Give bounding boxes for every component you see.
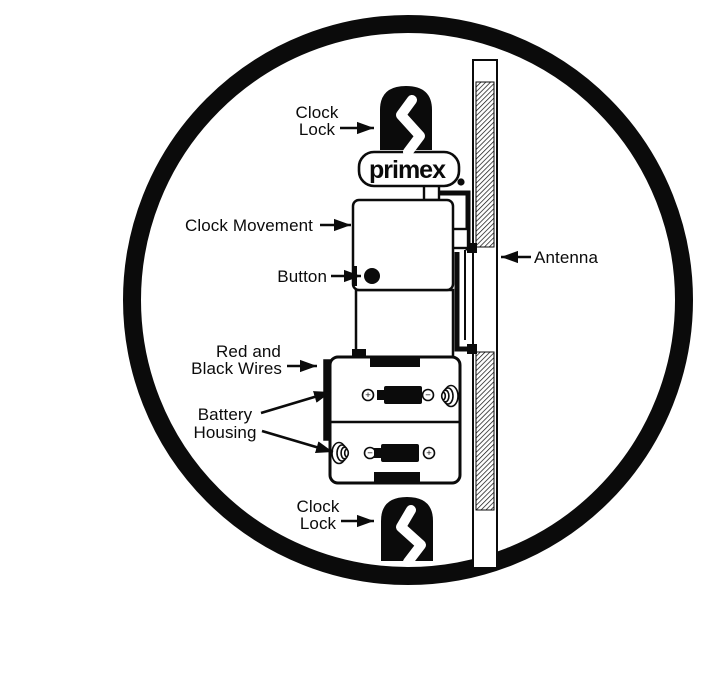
arrow-battery-housing-bottom (261, 429, 334, 454)
label-battery-housing-line1: Battery (198, 405, 253, 424)
movement-side-connector (450, 227, 470, 250)
housing-top-tab (370, 356, 420, 367)
terminal-symbol: − (425, 390, 431, 401)
label-clock-movement: Clock Movement (185, 216, 313, 235)
button-dot (364, 268, 380, 284)
label-battery-housing-line2: Housing (193, 423, 256, 442)
wires (438, 190, 477, 354)
wire-top-terminal (467, 243, 477, 253)
label-red-black-wires-line2: Black Wires (191, 359, 282, 378)
terminal-symbol: + (426, 448, 432, 459)
logo-dot (457, 178, 465, 186)
movement-lower-box (354, 288, 455, 359)
label-antenna: Antenna (534, 248, 598, 267)
terminal-symbol: + (365, 390, 371, 401)
antenna-bar (472, 59, 498, 569)
clock-movement-assembly (351, 182, 470, 359)
label-red-black-wires-line1: Red and (216, 342, 281, 361)
battery-nub (374, 448, 382, 458)
terminal-circle (361, 388, 375, 402)
terminal-circle (421, 388, 435, 402)
battery-body (384, 386, 422, 404)
battery-cell-top: + − (361, 384, 459, 408)
primex-logo-text: primex (369, 156, 446, 184)
clock-lock-icon-bottom (381, 497, 433, 567)
movement-housing-junction-tab (352, 349, 366, 358)
battery-housing-box (328, 355, 462, 485)
labels: Clock Lock Clock Movement Button Antenna… (185, 103, 598, 533)
clock-lock-icon-top (380, 86, 432, 157)
label-clock-lock-bottom-line1: Clock (296, 497, 339, 516)
label-clock-lock-bottom-line2: Lock (300, 514, 337, 533)
antenna-hatch-bottom (475, 351, 495, 511)
terminal-circle (422, 446, 436, 460)
battery-nub (377, 390, 385, 400)
antenna-hatch-top (475, 81, 495, 248)
primex-logo: primex (357, 150, 465, 188)
label-clock-lock-top-line2: Lock (299, 120, 336, 139)
battery-body (381, 444, 419, 462)
leader-arrows (260, 121, 531, 528)
clock-movement-box (351, 198, 455, 292)
label-button: Button (277, 267, 327, 286)
terminal-symbol: − (367, 448, 373, 459)
housing-bottom-tab (374, 472, 420, 483)
battery-cell-bottom: − + (331, 441, 436, 465)
battery-housing-assembly: + − − + (323, 355, 462, 485)
arrow-battery-housing-top (260, 390, 332, 415)
spring-icon (331, 441, 350, 465)
wire-side-terminal (467, 344, 477, 354)
label-clock-lock-top-line1: Clock (295, 103, 338, 122)
spring-icon (440, 384, 459, 408)
